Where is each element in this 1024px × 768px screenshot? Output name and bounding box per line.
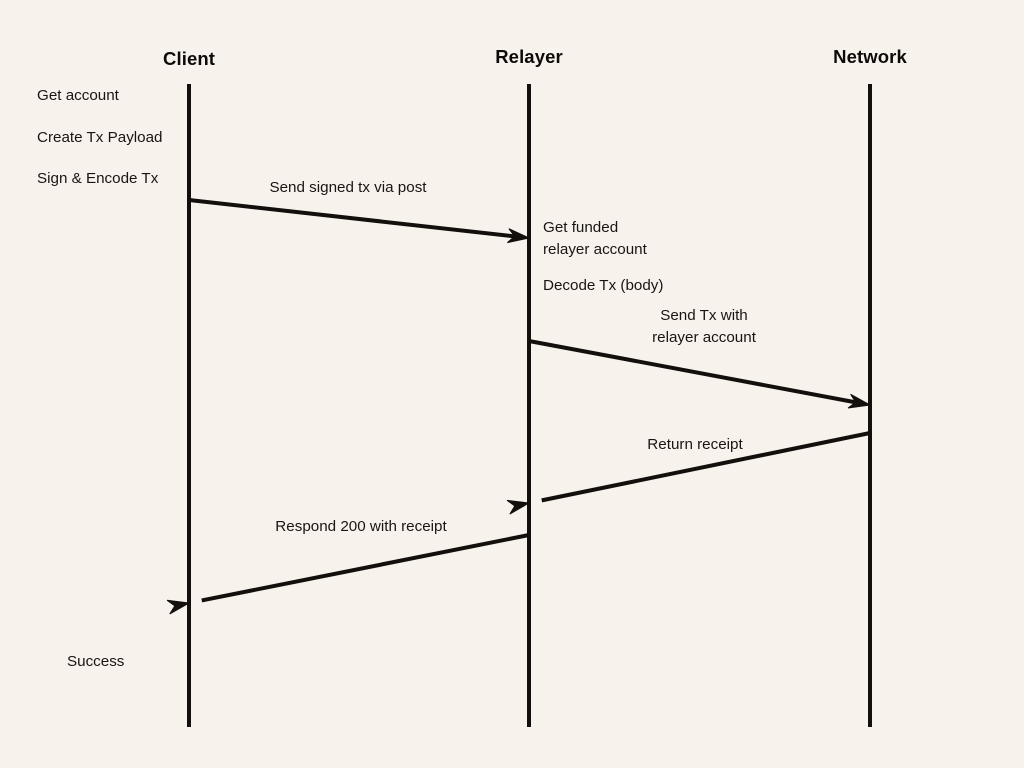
note-get-account: Get account	[37, 87, 119, 104]
msg-send-tx-relayer-account-label: Send Tx with relayer account	[652, 307, 756, 346]
msg-return-receipt-line	[541, 431, 871, 503]
note-get-funded: Get funded relayer account	[543, 219, 647, 258]
msg-return-receipt-label: Return receipt	[647, 436, 743, 453]
msg-return-receipt-arrowhead	[506, 499, 531, 515]
msg-send-signed-tx-label: Send signed tx via post	[269, 179, 427, 196]
msg-send-tx-relayer-account-arrowhead	[847, 393, 872, 409]
msg-respond-200-line	[201, 533, 530, 603]
note-success: Success	[67, 653, 125, 670]
messages-group	[166, 198, 872, 615]
note-create-tx: Create Tx Payload	[37, 129, 163, 146]
note-decode-tx: Decode Tx (body)	[543, 277, 664, 294]
msg-send-signed-tx-arrowhead	[507, 228, 531, 244]
actor-title-relayer: Relayer	[495, 46, 563, 67]
actor-title-network: Network	[833, 46, 907, 67]
note-sign-encode: Sign & Encode Tx	[37, 170, 159, 187]
actor-title-client: Client	[163, 48, 215, 69]
msg-send-tx-relayer-account-line	[528, 339, 858, 405]
msg-send-signed-tx-line	[188, 198, 517, 239]
msg-respond-200-label: Respond 200 with receipt	[275, 518, 447, 535]
msg-respond-200-arrowhead	[166, 599, 191, 615]
